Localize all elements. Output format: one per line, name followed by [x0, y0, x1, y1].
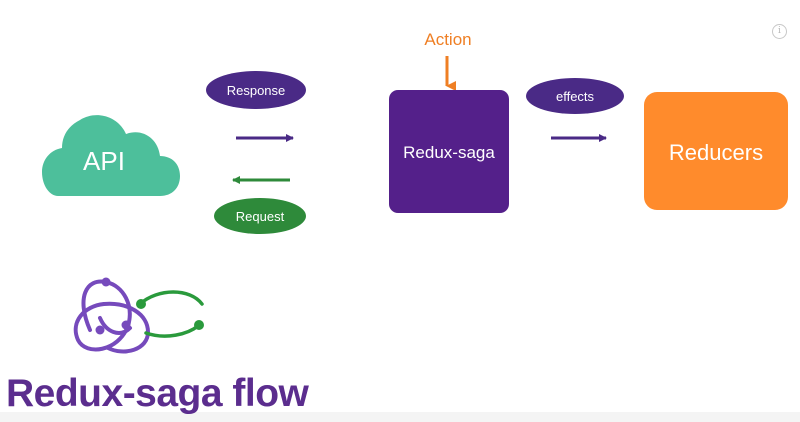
request-label: Request [236, 209, 285, 224]
saga-node: Redux-saga [389, 90, 509, 213]
logo-green-node-a [136, 299, 146, 309]
logo-node-left [95, 325, 105, 335]
logo-loop-left [73, 302, 130, 352]
reducers-box [644, 92, 788, 210]
logo-loop-inner [98, 316, 132, 335]
api-label: API [83, 146, 125, 176]
effects-label: effects [556, 89, 595, 104]
api-cloud-node: API [42, 115, 180, 196]
saga-box [389, 90, 509, 213]
action-label: Action [424, 30, 471, 49]
logo-green-curve-top [138, 290, 204, 306]
reducers-label: Reducers [669, 140, 763, 165]
response-group: Response [206, 71, 306, 142]
info-icon[interactable]: i [772, 24, 787, 39]
logo-green-curve-bottom [144, 324, 200, 338]
response-label: Response [227, 83, 286, 98]
effects-group: effects [526, 78, 624, 142]
reducers-node: Reducers [644, 92, 788, 210]
cloud-shape [42, 115, 180, 196]
request-group: Request [214, 176, 306, 234]
response-pill [206, 71, 306, 109]
logo-node-right [121, 320, 131, 330]
slide-bottom-strip [0, 412, 800, 422]
logo-green-node-b [194, 320, 204, 330]
effects-pill [526, 78, 624, 114]
action-group: Action [424, 30, 472, 91]
logo-node-top [101, 277, 111, 287]
diagram-title: Redux-saga flow [6, 372, 309, 415]
saga-label: Redux-saga [403, 143, 495, 162]
request-pill [214, 198, 306, 234]
redux-saga-logo [73, 277, 204, 354]
